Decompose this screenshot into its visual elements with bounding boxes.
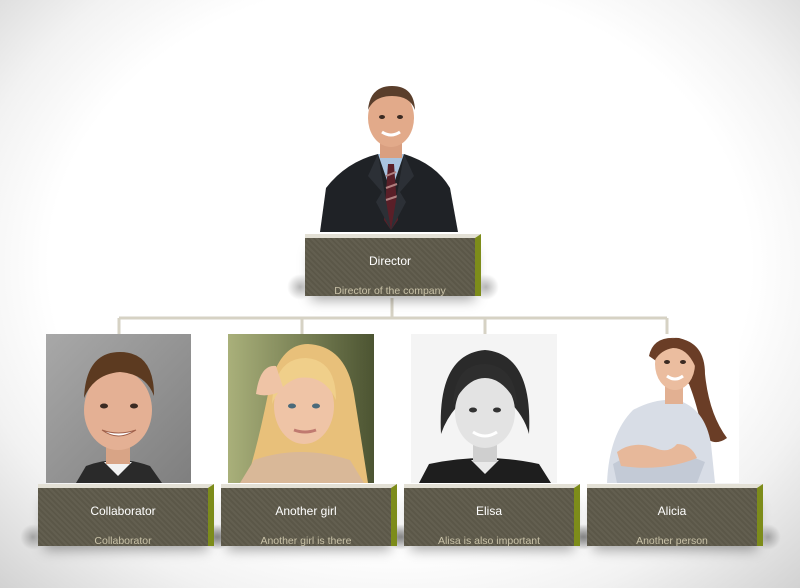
- another-girl-title: Another girl: [275, 504, 337, 518]
- another-girl-photo: [228, 334, 374, 483]
- elisa-title: Elisa: [475, 504, 502, 518]
- elisa-description: Alisa is also important: [437, 535, 541, 547]
- collaborator-title: Collaborator: [90, 504, 156, 518]
- collaborator-description: Collaborator: [94, 535, 152, 547]
- elisa-nameplate[interactable]: Elisa Alisa is also important: [386, 484, 598, 550]
- another-girl-description: Another girl is there: [260, 535, 352, 547]
- alicia-photo: [593, 334, 739, 483]
- director-photo: [316, 80, 466, 232]
- alicia-description: Another person: [636, 535, 708, 547]
- alicia-title: Alicia: [657, 504, 687, 518]
- director-description: Director of the company: [334, 285, 446, 297]
- collaborator-photo: [46, 334, 191, 483]
- director-title: Director: [368, 254, 411, 268]
- alicia-nameplate[interactable]: Alicia Another person: [569, 484, 781, 550]
- director-nameplate[interactable]: Director Director of the company: [287, 234, 499, 300]
- elisa-photo: [411, 334, 557, 483]
- collaborator-nameplate[interactable]: Collaborator Collaborator: [20, 484, 232, 550]
- another-girl-nameplate[interactable]: Another girl Another girl is there: [203, 484, 415, 550]
